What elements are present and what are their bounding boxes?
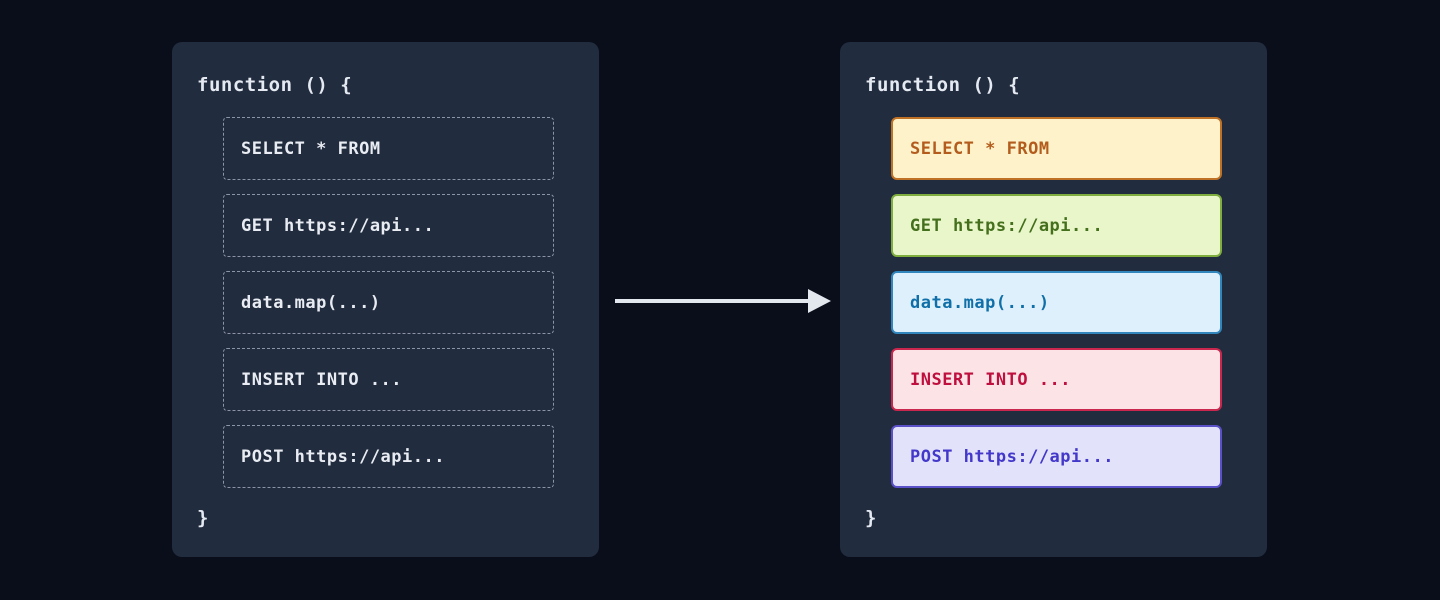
code-block-list-before: SELECT * FROM GET https://api... data.ma… bbox=[223, 117, 554, 488]
code-block-label: SELECT * FROM bbox=[910, 138, 1050, 159]
code-block-sql-select: SELECT * FROM bbox=[891, 117, 1222, 180]
code-block-label: POST https://api... bbox=[241, 446, 445, 467]
code-block-label: POST https://api... bbox=[910, 446, 1114, 467]
code-block-http-get: GET https://api... bbox=[223, 194, 554, 257]
code-block-label: INSERT INTO ... bbox=[910, 369, 1072, 390]
code-block-label: SELECT * FROM bbox=[241, 138, 381, 159]
code-block-list-after: SELECT * FROM GET https://api... data.ma… bbox=[891, 117, 1222, 488]
transform-arrow bbox=[610, 285, 835, 317]
code-block-http-post: POST https://api... bbox=[223, 425, 554, 488]
function-open-line: function () { bbox=[865, 74, 1021, 96]
code-block-http-post: POST https://api... bbox=[891, 425, 1222, 488]
function-close-brace: } bbox=[865, 507, 877, 529]
code-block-sql-insert: INSERT INTO ... bbox=[891, 348, 1222, 411]
code-panel-after: function () { SELECT * FROM GET https://… bbox=[840, 42, 1267, 557]
function-open-line: function () { bbox=[197, 74, 353, 96]
code-block-sql-insert: INSERT INTO ... bbox=[223, 348, 554, 411]
code-block-label: data.map(...) bbox=[910, 292, 1050, 313]
code-block-label: GET https://api... bbox=[241, 215, 435, 236]
arrow-right-icon bbox=[615, 289, 831, 313]
code-block-js-map: data.map(...) bbox=[223, 271, 554, 334]
code-block-label: data.map(...) bbox=[241, 292, 381, 313]
function-close-brace: } bbox=[197, 507, 209, 529]
code-block-label: GET https://api... bbox=[910, 215, 1104, 236]
code-block-http-get: GET https://api... bbox=[891, 194, 1222, 257]
code-block-js-map: data.map(...) bbox=[891, 271, 1222, 334]
code-block-sql-select: SELECT * FROM bbox=[223, 117, 554, 180]
code-block-label: INSERT INTO ... bbox=[241, 369, 403, 390]
code-panel-before: function () { SELECT * FROM GET https://… bbox=[172, 42, 599, 557]
